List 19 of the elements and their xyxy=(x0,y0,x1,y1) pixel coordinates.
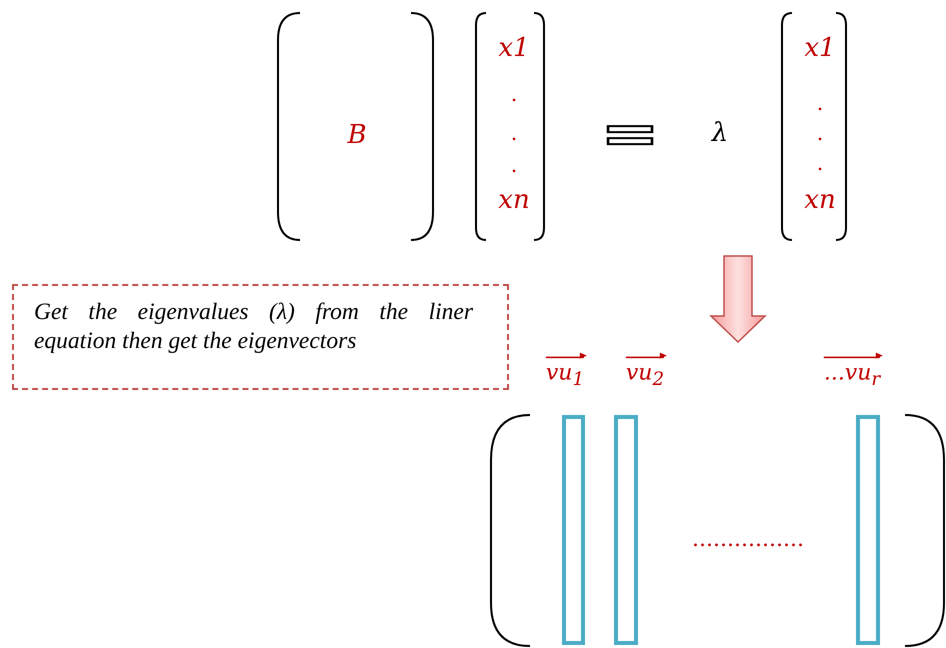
vector-entry: xn xyxy=(498,187,530,213)
ellipsis-dot: . xyxy=(510,155,518,175)
ellipsis-dot: . xyxy=(816,93,824,113)
matrix-symbol: B xyxy=(347,122,367,148)
note-text: Get the eigenvalues (λ) from the liner equation then get the eigenvectors xyxy=(34,298,473,356)
vector-entry: x1 xyxy=(804,35,836,61)
ellipsis-dot: . xyxy=(816,123,824,143)
ellipsis-dot: . xyxy=(816,153,824,173)
vector-entry: x1 xyxy=(498,35,530,61)
equals-sign: = xyxy=(600,106,660,160)
eigenvector-column xyxy=(856,415,880,645)
note-box xyxy=(12,284,509,390)
vector-entry: xn xyxy=(804,187,836,213)
ellipsis-dot: . xyxy=(510,84,518,104)
ellipsis: ................ xyxy=(692,529,804,551)
ellipsis-dot: . xyxy=(510,123,518,143)
eigenvector-column xyxy=(562,415,585,645)
eigenvector-column xyxy=(614,415,638,645)
lambda-symbol: λ xyxy=(712,120,728,146)
